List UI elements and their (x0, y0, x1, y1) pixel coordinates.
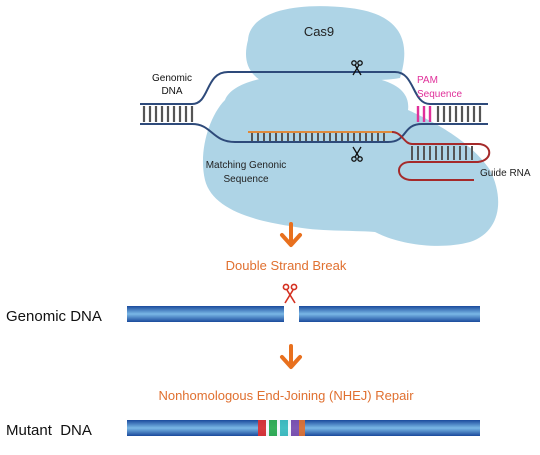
mutation-band (280, 420, 288, 436)
genomic-dna-top-label-line1: Genomic (152, 73, 192, 84)
genomic-dna-label: Genomic DNA (6, 308, 102, 325)
scissors-icon-bottom (351, 146, 363, 162)
guide-rna-label: Guide RNA (480, 168, 531, 179)
genomic-dna-schematic (140, 71, 488, 143)
cas9-label: Cas9 (304, 24, 334, 39)
step2-label: Nonhomologous End-Joining (NHEJ) Repair (158, 388, 414, 403)
scissors-icon-break (282, 283, 298, 304)
cas9-protein (202, 6, 499, 246)
matching-sequence-label-line2: Sequence (223, 174, 268, 185)
matching-sequence-label-line1: Matching Genonic (206, 160, 287, 171)
genomic-dna-bar-right (299, 306, 480, 322)
dna-right-ticks (436, 106, 482, 122)
mutation-band (277, 420, 280, 436)
scissors-icon-top (351, 60, 363, 76)
mutation-band (258, 420, 266, 436)
guide-rna-loop (391, 131, 491, 181)
pam-ticks (416, 106, 432, 122)
guide-match-ticks (251, 133, 385, 141)
step1-label: Double Strand Break (226, 258, 347, 273)
genomic-dna-bar (127, 306, 480, 322)
down-arrow-icon-1 (280, 222, 302, 247)
mutation-band (291, 420, 299, 436)
cas9-blob-main (202, 73, 499, 246)
dna-left-ticks (142, 106, 194, 122)
genomic-dna-bar-left (127, 306, 284, 322)
genomic-dna-top-label-line2: DNA (161, 86, 182, 97)
down-arrow-icon-2 (280, 344, 302, 369)
mutant-dna-bar (127, 420, 480, 436)
dna-top-strand (140, 71, 488, 105)
cas9-blob-top (245, 6, 405, 82)
mutation-band (299, 420, 305, 436)
dna-bottom-strand (140, 123, 488, 143)
mutation-band (288, 420, 291, 436)
mutant-dna-label: Mutant DNA (6, 422, 92, 439)
mutation-band (266, 420, 269, 436)
mutation-insert (258, 420, 305, 436)
pam-label-line2: Sequence (417, 89, 462, 100)
guide-rna (248, 131, 491, 181)
guide-rna-ticks (411, 146, 473, 160)
mutation-band (269, 420, 277, 436)
pam-label-line1: PAM (417, 75, 438, 86)
